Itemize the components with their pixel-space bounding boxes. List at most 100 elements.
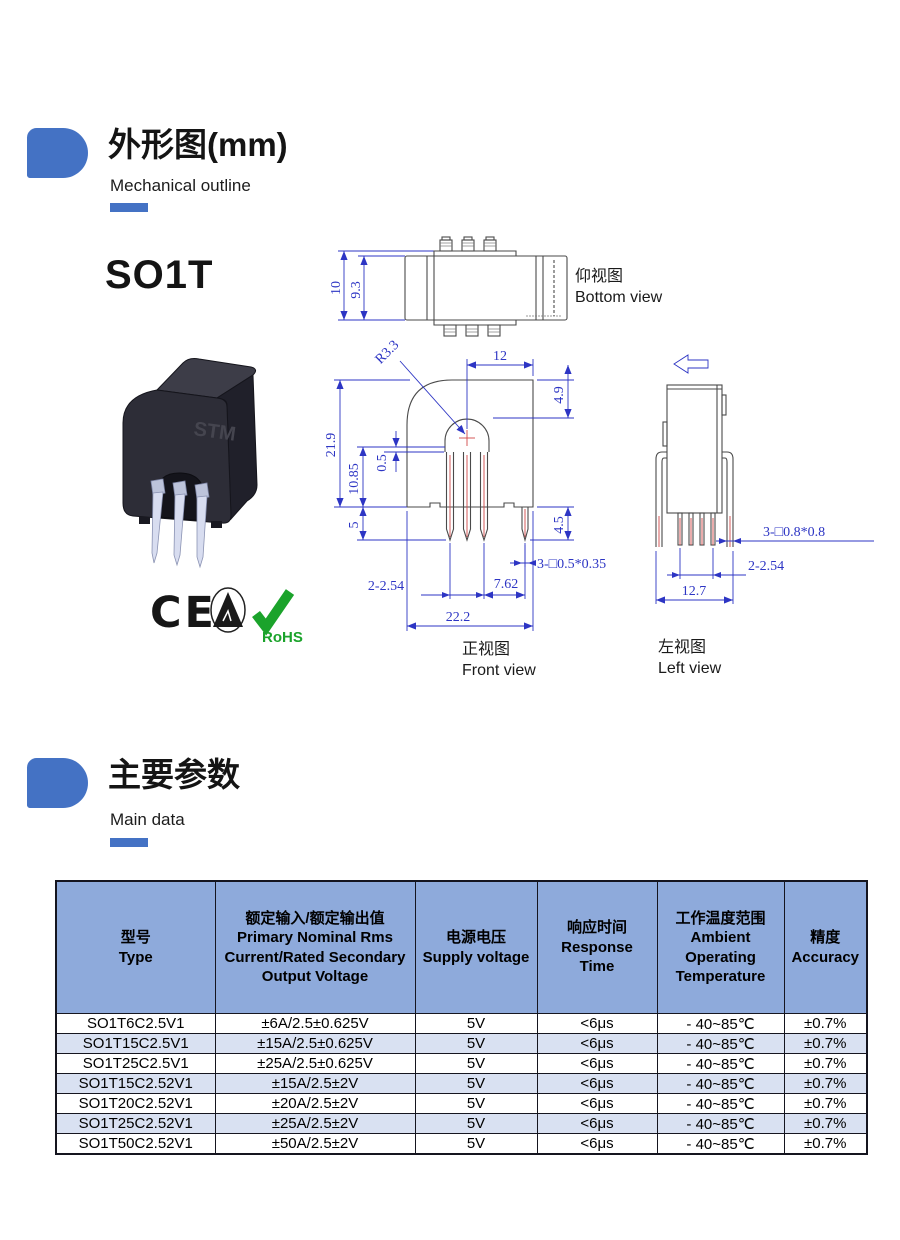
cell-supply: 5V: [414, 1073, 538, 1094]
col-header-temp: 工作温度范围 Ambient Operating Temperature: [656, 880, 785, 1014]
dim-front-overall-width: 22.2: [446, 610, 471, 625]
section-outline-title: 外形图(mm): [108, 126, 288, 163]
col-header-response-cn: 响应时间: [566, 919, 627, 937]
rohs-label: RoHS: [262, 629, 303, 646]
dim-front-pin-below: 5: [347, 522, 362, 529]
cell-io: ±50A/2.5±2V: [214, 1133, 416, 1155]
cell-io: ±25A/2.5±2V: [214, 1113, 416, 1134]
main-data-table: 型号 Type 额定输入/额定输出值 Primary Nominal Rms C…: [55, 880, 868, 1155]
cell-io: ±15A/2.5±0.625V: [214, 1033, 416, 1054]
certification-logos: CE RoHS: [150, 587, 303, 646]
cell-supply: 5V: [414, 1133, 538, 1155]
bottom-view-label-en: Bottom view: [575, 289, 663, 306]
table-row: SO1T50C2.52V1 ±50A/2.5±2V 5V <6μs - 40~8…: [55, 1133, 868, 1155]
col-header-response: 响应时间 Response Time: [536, 880, 658, 1014]
cell-response: <6μs: [536, 1133, 658, 1155]
cell-supply: 5V: [414, 1013, 538, 1034]
rohs-check-icon: [252, 589, 295, 636]
cell-supply: 5V: [414, 1093, 538, 1114]
cell-response: <6μs: [536, 1013, 658, 1034]
table-row: SO1T25C2.52V1 ±25A/2.5±2V 5V <6μs - 40~8…: [55, 1113, 868, 1134]
dim-front-leg-below: 4.5: [552, 516, 567, 534]
col-header-supply-cn: 电源电压: [445, 929, 506, 946]
section-data-subtitle: Main data: [110, 810, 185, 829]
cell-type: SO1T6C2.5V1: [55, 1013, 216, 1034]
table-header-row: 型号 Type 额定输入/额定输出值 Primary Nominal Rms C…: [55, 880, 868, 1014]
col-header-temp-en: Ambient Operating Temperature: [675, 929, 766, 985]
esd-protection-icon: [210, 587, 246, 633]
section-data-title: 主要参数: [108, 756, 240, 793]
dim-front-top-right: 4.9: [552, 386, 567, 404]
bottom-view-drawing: 10 9.3: [330, 236, 568, 337]
section-bullet-shape: [27, 128, 88, 178]
col-header-type: 型号 Type: [55, 880, 216, 1014]
left-view-drawing: 3-□0.8*0.8 2-2.54 12.7: [655, 354, 874, 604]
front-view-pins: [445, 452, 529, 543]
cell-temp: - 40~85℃: [656, 1053, 785, 1074]
table-row: SO1T25C2.5V1 ±25A/2.5±0.625V 5V <6μs - 4…: [55, 1053, 868, 1074]
col-header-accuracy-cn: 精度: [810, 929, 841, 946]
col-header-io: 额定输入/额定输出值 Primary Nominal Rms Current/R…: [214, 880, 416, 1014]
table-row: SO1T20C2.52V1 ±20A/2.5±2V 5V <6μs - 40~8…: [55, 1093, 868, 1114]
cell-accuracy: ±0.7%: [783, 1013, 868, 1034]
product-pins: [150, 478, 210, 569]
left-view-pins: [677, 512, 716, 546]
cell-temp: - 40~85℃: [656, 1033, 785, 1054]
cell-temp: - 40~85℃: [656, 1013, 785, 1034]
cell-type: SO1T15C2.52V1: [55, 1073, 216, 1094]
dim-front-height: 21.9: [324, 433, 339, 458]
product-foot: [139, 517, 150, 524]
cell-temp: - 40~85℃: [656, 1133, 785, 1155]
cell-type: SO1T20C2.52V1: [55, 1093, 216, 1114]
bottom-view-label-cn: 仰视图: [575, 268, 624, 285]
table-row: SO1T15C2.52V1 ±15A/2.5±2V 5V <6μs - 40~8…: [55, 1073, 868, 1094]
section-bullet-shape: [27, 758, 88, 808]
product-name: SO1T: [105, 253, 214, 297]
dim-front-leg-pitch: 7.62: [494, 577, 519, 592]
cell-accuracy: ±0.7%: [783, 1133, 868, 1155]
front-view-label-cn: 正视图: [462, 641, 511, 658]
cell-accuracy: ±0.7%: [783, 1073, 868, 1094]
dim-front-pin-note: 3-□0.5*0.35: [537, 557, 606, 572]
cell-response: <6μs: [536, 1073, 658, 1094]
front-view-drawing: R3.3 12 4.9 21.9 10.85 0.5 5 4.5: [324, 338, 606, 631]
dim-front-gap: 0.5: [375, 454, 390, 472]
col-header-accuracy-en: Accuracy: [791, 948, 860, 966]
table-row: SO1T15C2.5V1 ±15A/2.5±0.625V 5V <6μs - 4…: [55, 1033, 868, 1054]
dim-front-top-width: 12: [493, 349, 507, 364]
cell-response: <6μs: [536, 1053, 658, 1074]
product-top-face: [155, 358, 257, 399]
dim-front-mid-height: 10.85: [347, 463, 362, 495]
section-outline-underline: [110, 203, 148, 212]
cell-io: ±6A/2.5±0.625V: [214, 1013, 416, 1034]
dim-left-pin-pitch: 2-2.54: [748, 559, 784, 574]
cell-accuracy: ±0.7%: [783, 1053, 868, 1074]
col-header-response-en: Response Time: [561, 938, 633, 976]
bottom-view-top-pins: [439, 236, 497, 252]
section-data-underline: [110, 838, 148, 847]
cell-temp: - 40~85℃: [656, 1113, 785, 1134]
col-header-supply: 电源电压 Supply voltage: [414, 880, 538, 1014]
left-view-label-cn: 左视图: [658, 639, 707, 656]
cell-supply: 5V: [414, 1053, 538, 1074]
col-header-supply-en: Supply voltage: [422, 948, 530, 966]
dim-bottom-body: 9.3: [349, 281, 364, 299]
direction-arrow-icon: [673, 354, 709, 374]
cell-type: SO1T50C2.52V1: [55, 1133, 216, 1155]
table-row: SO1T6C2.5V1 ±6A/2.5±0.625V 5V <6μs - 40~…: [55, 1013, 868, 1034]
cell-supply: 5V: [414, 1113, 538, 1134]
cell-temp: - 40~85℃: [656, 1093, 785, 1114]
cell-temp: - 40~85℃: [656, 1073, 785, 1094]
cell-accuracy: ±0.7%: [783, 1093, 868, 1114]
product-photo: STM: [122, 358, 258, 569]
product-foot: [211, 521, 222, 528]
dim-bottom-overall: 10: [330, 281, 344, 295]
bottom-view-bottom-pins: [443, 324, 501, 337]
cell-io: ±25A/2.5±0.625V: [214, 1053, 416, 1074]
col-header-accuracy: 精度 Accuracy: [783, 880, 868, 1014]
dim-left-pin-note: 3-□0.8*0.8: [763, 525, 825, 540]
col-header-io-cn: 额定输入/额定输出值: [245, 909, 385, 927]
cell-type: SO1T15C2.5V1: [55, 1033, 216, 1054]
col-header-io-en: Primary Nominal Rms Current/Rated Second…: [224, 929, 406, 985]
